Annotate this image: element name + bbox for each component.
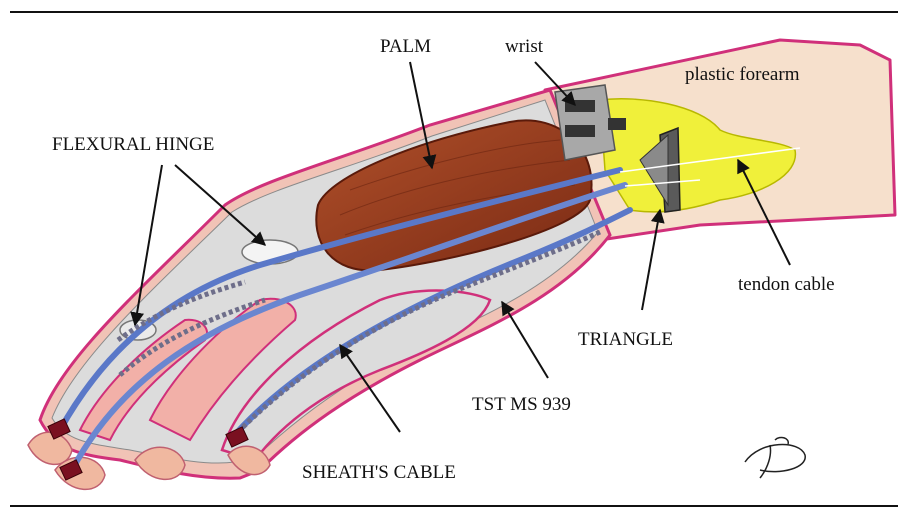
sheaths-cable-label: SHEATH'S CABLE — [302, 462, 456, 483]
wrist-label: wrist — [505, 36, 544, 57]
tst-ms-939-label: TST MS 939 — [472, 394, 571, 415]
wrist-bolt-1 — [565, 100, 595, 112]
wrist-block — [555, 85, 615, 160]
flexural-hinge-label: FLEXURAL HINGE — [52, 134, 214, 155]
plastic-forearm-label: plastic forearm — [685, 64, 800, 85]
tendon-cable-label: tendon cable — [738, 274, 835, 295]
palm-label: PALM — [380, 36, 431, 57]
tst-ms-939-leader — [502, 302, 548, 378]
triangle-label: TRIANGLE — [578, 329, 673, 350]
artist-signature — [745, 437, 805, 478]
wrist-bolt-3 — [608, 118, 626, 130]
wrist-bolt-2 — [565, 125, 595, 137]
